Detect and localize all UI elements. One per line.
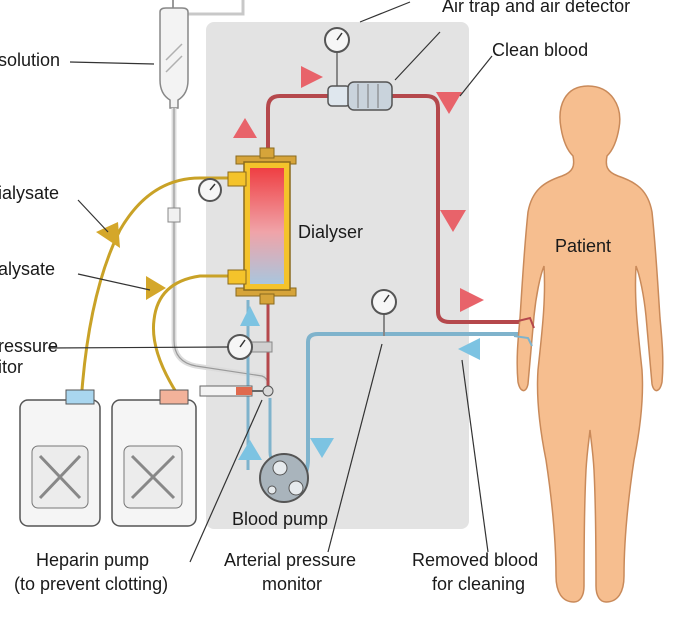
heparin-syringe-icon: [199, 385, 274, 397]
removed-label-line2: for cleaning: [432, 574, 525, 594]
dialysate-gauge-icon: [198, 178, 222, 202]
patient-label: Patient: [555, 236, 611, 256]
used-dialysate-line: [80, 176, 230, 391]
arrow-gold-1: [96, 222, 120, 248]
arrow-blue-1: [240, 306, 260, 326]
removed-label-line1: Removed blood: [412, 550, 538, 570]
fresh-dialysate-label: alysate: [0, 259, 55, 279]
arrow-blue-4: [458, 338, 480, 360]
arrow-gold-2: [146, 276, 166, 300]
arrow-red-3: [436, 92, 462, 114]
heparin-label-line1: Heparin pump: [36, 550, 149, 570]
arrow-red-4: [440, 210, 466, 232]
arrow-red-5: [460, 288, 484, 312]
arrow-blue-3: [310, 438, 334, 458]
fresh-dialysate-container-icon: [111, 389, 197, 527]
venous-pressure-label-line1: ressure: [0, 336, 58, 356]
heparin-label-line2: (to prevent clotting): [14, 574, 168, 594]
dialyser: [227, 147, 297, 305]
leader-lines: [47, 1, 493, 563]
fresh-dialysate-line: [151, 274, 230, 393]
used-dialysate-label: ialysate: [0, 183, 59, 203]
used-dialysate-container-icon: [19, 389, 101, 527]
saline-label: solution: [0, 50, 60, 70]
arterial-label-line2: monitor: [262, 574, 322, 594]
saline-bag: [159, 0, 245, 109]
venous-pressure-label-line2: itor: [0, 357, 23, 377]
arrow-blue-2: [238, 440, 262, 460]
arrow-red-1: [233, 118, 257, 138]
saline-clamp: [167, 207, 181, 223]
air-trap-label: Air trap and air detector: [442, 0, 630, 16]
needle-connectors: [513, 316, 535, 347]
patient-figure: [516, 85, 664, 603]
top-pressure-gauge-icon: [324, 27, 350, 90]
arterial-pressure-gauge-icon: [371, 289, 397, 336]
arrow-red-2: [301, 66, 323, 88]
dialyser-label: Dialyser: [298, 222, 363, 242]
arterial-label-line1: Arterial pressure: [224, 550, 356, 570]
clean-blood-label: Clean blood: [492, 40, 588, 60]
blood-pump-icon: [259, 453, 309, 503]
air-trap-icon: [327, 81, 393, 111]
clean-blood-line: [266, 94, 526, 324]
blood-pump-label: Blood pump: [232, 509, 328, 529]
